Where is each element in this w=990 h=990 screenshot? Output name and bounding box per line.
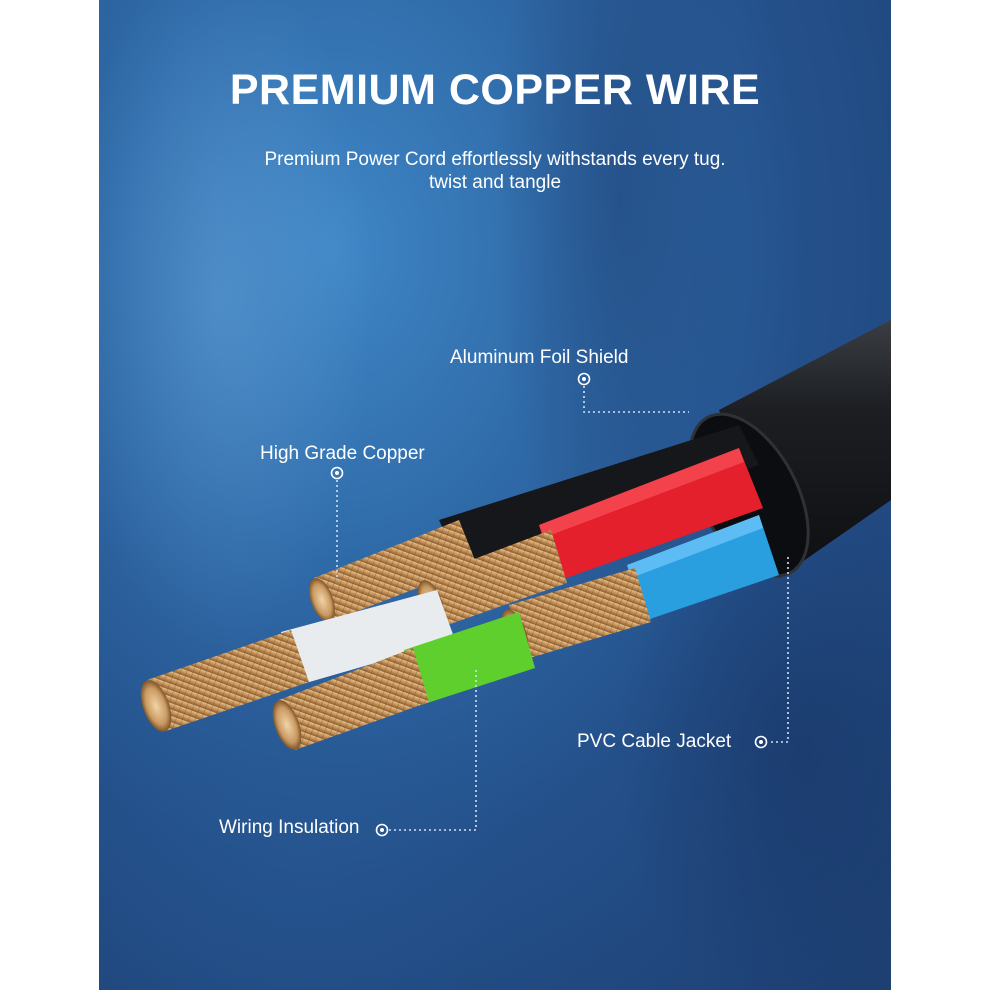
blue-background-panel: PREMIUM COPPER WIRE Premium Power Cord e… <box>99 0 891 990</box>
label-pvc-cable-jacket: PVC Cable Jacket <box>577 731 732 752</box>
subtitle: Premium Power Cord effortlessly withstan… <box>99 148 891 194</box>
leader-insulation <box>389 668 477 831</box>
wire-blue-copper <box>509 568 651 660</box>
leader-jacket <box>771 555 789 743</box>
wire-black-copper-end <box>309 578 335 622</box>
wire-white <box>140 590 455 732</box>
wire-red-highlight <box>539 448 744 538</box>
callout-leaders <box>336 386 789 831</box>
wire-black <box>309 425 759 622</box>
dot-jacket <box>754 735 768 749</box>
wire-green-insulation <box>404 612 535 705</box>
wire-blue-highlight <box>627 515 763 578</box>
dot-copper <box>330 466 344 480</box>
wire-white-copper <box>147 630 309 732</box>
cable-cross-section-diagram <box>140 320 891 837</box>
label-wiring-insulation: Wiring Insulation <box>219 817 360 838</box>
dot-insulation <box>375 823 389 837</box>
subtitle-line-2: twist and tangle <box>428 172 562 193</box>
wire-white-copper-end <box>140 680 172 732</box>
wire-black-insulation <box>439 425 759 565</box>
wire-green-copper <box>279 648 429 750</box>
label-high-grade-copper: High Grade Copper <box>260 443 425 464</box>
leader-foil-shield <box>583 386 689 413</box>
wire-green <box>272 612 535 750</box>
wire-black-copper <box>314 520 477 622</box>
wire-red-insulation <box>539 448 763 580</box>
wire-blue-insulation <box>627 515 779 620</box>
dot-foil-shield <box>577 372 591 386</box>
wire-white-insulation <box>281 590 455 685</box>
wire-red-copper <box>424 530 567 628</box>
label-aluminum-foil-shield: Aluminum Foil Shield <box>450 347 629 368</box>
wire-green-copper-end <box>272 700 302 750</box>
subtitle-line-1: Premium Power Cord effortlessly withstan… <box>264 149 726 170</box>
page-title: PREMIUM COPPER WIRE <box>229 66 761 114</box>
callout-dots <box>330 372 768 837</box>
